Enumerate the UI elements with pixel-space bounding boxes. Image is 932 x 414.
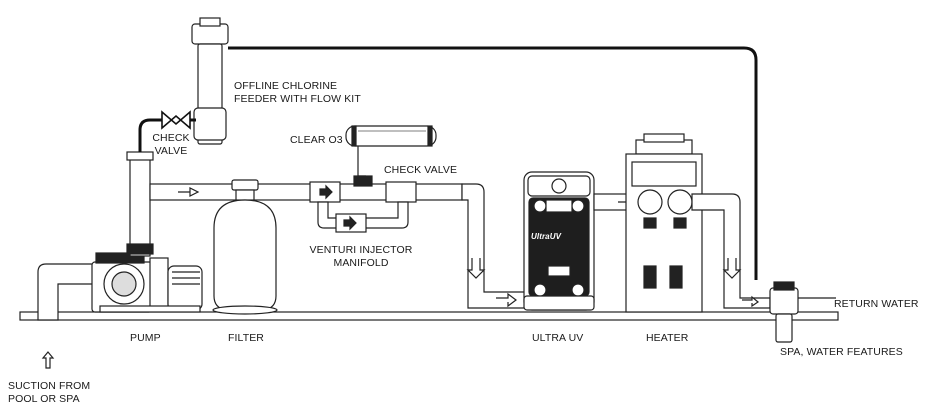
suction-label-line1: SUCTION FROM bbox=[8, 380, 91, 392]
check-valve-left-label-line2: VALVE bbox=[154, 145, 188, 157]
ultra-uv-unit bbox=[523, 171, 595, 311]
check-valve-left-label: CHECK VALVE bbox=[146, 132, 196, 158]
clear-o3-generator bbox=[345, 125, 437, 187]
sand-filter bbox=[212, 179, 278, 315]
return-water-label: RETURN WATER bbox=[834, 298, 919, 310]
feeder-return-line bbox=[228, 46, 758, 280]
check-valve-right-label: CHECK VALVE bbox=[384, 164, 458, 176]
suction-label-line2: POOL OR SPA bbox=[8, 393, 80, 405]
chlorine-feeder bbox=[191, 17, 229, 145]
main-pipe bbox=[149, 181, 463, 203]
feeder-supply-line bbox=[138, 110, 196, 152]
clear-o3-label: CLEAR O3 bbox=[290, 134, 343, 146]
venturi-label-line2: MANIFOLD bbox=[333, 257, 389, 269]
return-pipe bbox=[691, 193, 771, 309]
chlorine-feeder-label-line2: FEEDER WITH FLOW KIT bbox=[234, 93, 361, 105]
riser-pipe bbox=[126, 151, 154, 257]
pump bbox=[91, 252, 203, 313]
filter-label: FILTER bbox=[228, 332, 264, 344]
venturi-manifold bbox=[317, 201, 409, 233]
heater bbox=[625, 133, 703, 313]
suction-flow-arrow bbox=[41, 351, 55, 369]
ultra-uv-label: ULTRA UV bbox=[532, 332, 584, 344]
chlorine-feeder-label-line1: OFFLINE CHLORINE bbox=[234, 80, 338, 92]
suction-label: SUCTION FROM POOL OR SPA bbox=[8, 380, 90, 406]
equipment-pad bbox=[19, 311, 839, 321]
venturi-label: VENTURI INJECTOR MANIFOLD bbox=[306, 244, 416, 270]
pipe-to-uv bbox=[461, 183, 527, 309]
heater-label: HEATER bbox=[646, 332, 689, 344]
check-valve-left-label-line1: CHECK bbox=[152, 132, 190, 144]
check-valve-left-icon bbox=[161, 110, 191, 130]
uv-brand-text: UltraUV bbox=[531, 232, 562, 241]
pump-label: PUMP bbox=[130, 332, 161, 344]
venturi-label-line1: VENTURI INJECTOR bbox=[309, 244, 413, 256]
suction-pipe bbox=[37, 263, 101, 369]
spa-label: SPA, WATER FEATURES bbox=[780, 346, 903, 358]
spa-tee-fitting bbox=[769, 281, 836, 343]
chlorine-feeder-label: OFFLINE CHLORINE FEEDER WITH FLOW KIT bbox=[234, 80, 361, 106]
